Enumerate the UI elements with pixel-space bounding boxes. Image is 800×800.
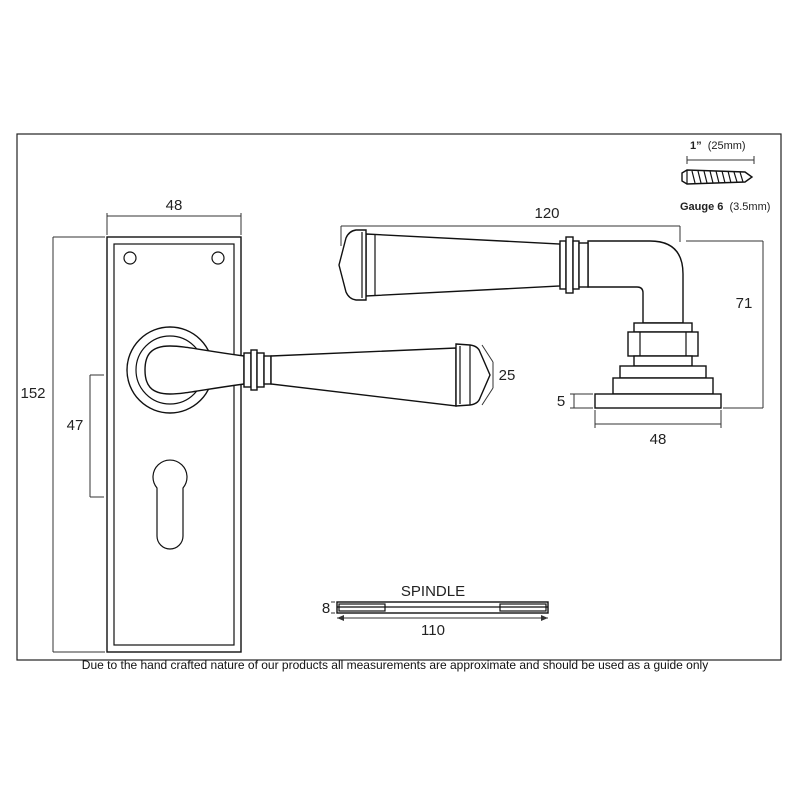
dim-projection: 71 — [686, 240, 764, 409]
dim-rose-thickness-label: 5 — [557, 393, 565, 410]
dim-lever-height: 25 — [481, 344, 516, 406]
backplate — [106, 236, 242, 653]
dim-rose-thickness: 5 — [557, 393, 593, 410]
spindle-title: SPINDLE — [401, 583, 465, 600]
dim-keyhole-centres: 47 — [67, 374, 104, 498]
dim-keyhole-centres-label: 47 — [67, 417, 84, 434]
euro-keyhole — [152, 459, 188, 550]
dim-plate-height: 152 — [20, 236, 105, 653]
spindle-length-label: 110 — [421, 622, 445, 639]
dim-plate-width-label: 48 — [166, 197, 183, 214]
screw-hole-left — [123, 251, 137, 265]
spindle-detail: SPINDLE 8 110 — [322, 583, 549, 639]
rose-base — [594, 393, 722, 409]
dim-rose-width: 48 — [594, 410, 722, 448]
dim-lever-length: 120 — [340, 205, 681, 246]
spindle-size-label: 8 — [322, 600, 330, 617]
screw-detail: 1” (25mm) Gauge 6 (3.5mm) — [680, 140, 770, 213]
dim-lever-height-label: 25 — [499, 367, 516, 384]
screw-gauge-label: Gauge 6 (3.5mm) — [680, 201, 770, 213]
lever-side — [338, 229, 722, 409]
dim-plate-width: 48 — [106, 197, 242, 235]
lever-front — [126, 326, 491, 414]
dim-lever-length-label: 120 — [534, 205, 559, 222]
screw-length-label: 1” (25mm) — [690, 140, 746, 152]
dim-projection-label: 71 — [736, 295, 753, 312]
footer-note: Due to the hand crafted nature of our pr… — [82, 658, 708, 672]
screw-hole-right — [211, 251, 225, 265]
dim-rose-width-label: 48 — [650, 431, 667, 448]
drawing-frame — [16, 133, 782, 661]
dim-plate-height-label: 152 — [20, 385, 45, 402]
